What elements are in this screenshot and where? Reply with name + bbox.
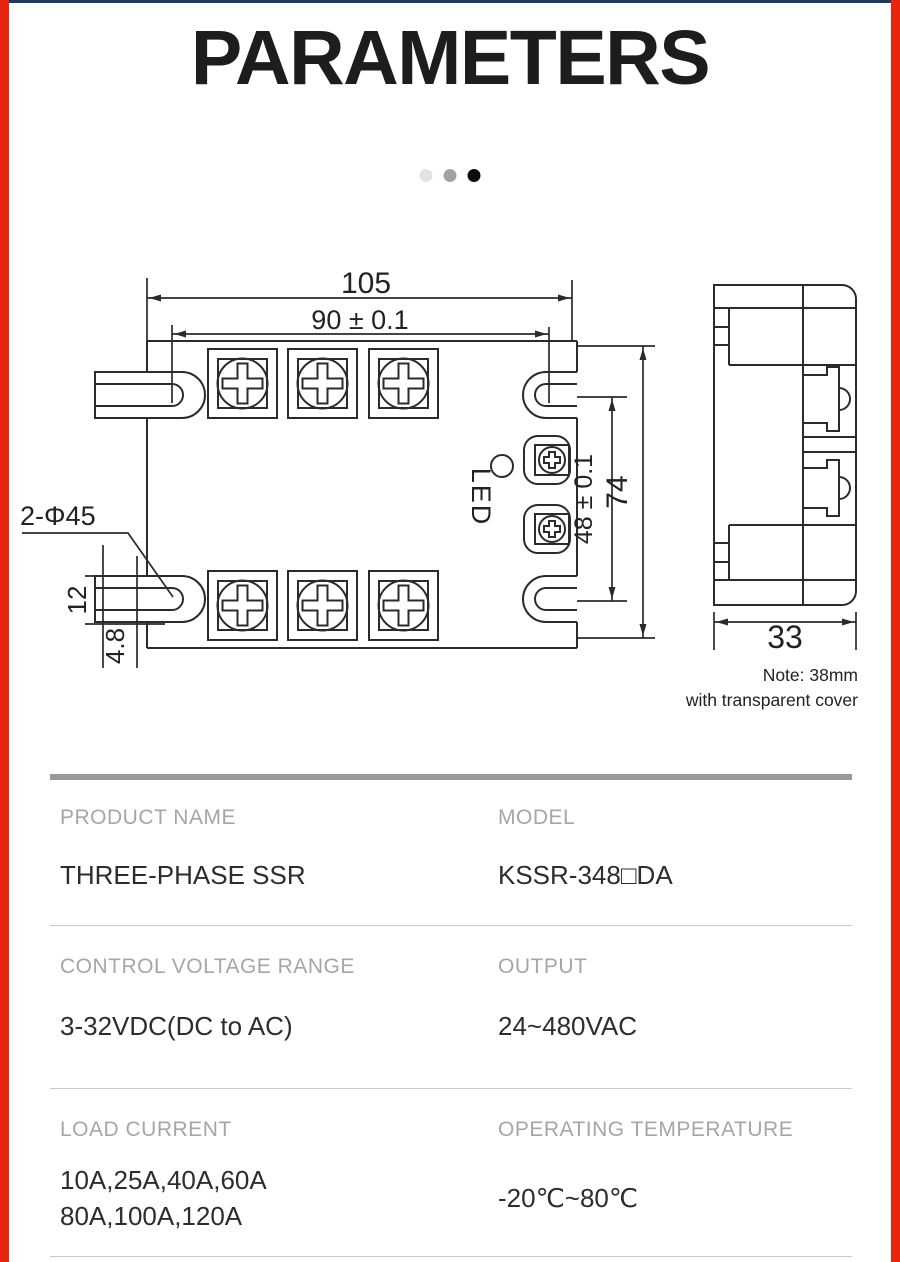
- dim-slot-edge-offset: 4.8: [100, 628, 130, 664]
- drawing-note-line2: with transparent cover: [685, 690, 858, 710]
- control-terminal-2: [523, 504, 571, 554]
- spec-value-product-name: THREE-PHASE SSR: [60, 860, 306, 890]
- spec-label-control-voltage: CONTROL VOLTAGE RANGE: [60, 955, 355, 978]
- screw-terminal-icon: [207, 348, 278, 419]
- mount-slot-top-right: [522, 371, 577, 419]
- mount-slot-bottom-left: [94, 575, 206, 623]
- mount-slot-top-right-inner: [534, 383, 577, 407]
- technical-drawing: 105 90 ± 0.1 2-Φ45 12 4.8 LED 48 ± 0.1 7…: [20, 267, 857, 668]
- page-title: PARAMETERS: [190, 15, 711, 101]
- control-terminal-1: [523, 435, 571, 485]
- front-view-dimensions: [22, 278, 655, 668]
- dimension-arrowheads: [149, 294, 854, 636]
- dim-hole-spacing-width: 90 ± 0.1: [311, 305, 408, 335]
- screw-terminal-icon: [287, 570, 358, 641]
- side-view-dimensions: [713, 612, 857, 650]
- screw-terminal-icon: [207, 570, 278, 641]
- terminal-clip-top: [803, 366, 840, 432]
- front-view: [94, 340, 578, 649]
- spec-table-header-bar: [50, 774, 852, 780]
- spec-row-divider: [50, 1256, 852, 1257]
- screw-terminal-icon: [287, 348, 358, 419]
- mount-slot-bottom-left-inner: [94, 587, 184, 611]
- mount-slot-top-left: [94, 371, 206, 419]
- spec-value-model: KSSR-348□DA: [498, 860, 673, 890]
- spec-value-control-voltage: 3-32VDC(DC to AC): [60, 1011, 293, 1041]
- screw-terminal-icon: [368, 570, 439, 641]
- dim-slot-callout: 2-Φ45: [20, 501, 96, 531]
- power-terminals: [207, 348, 439, 641]
- spec-label-load-current: LOAD CURRENT: [60, 1118, 232, 1141]
- dim-overall-width: 105: [341, 267, 391, 300]
- led-indicator-circle: [490, 454, 514, 478]
- carousel-dot-1[interactable]: [419, 169, 433, 182]
- dim-overall-height: 74: [601, 475, 634, 508]
- spec-row-divider: [50, 925, 852, 926]
- top-divider-line: [0, 0, 900, 3]
- terminal-clip-bottom: [803, 459, 840, 517]
- carousel-dot-2[interactable]: [443, 169, 457, 182]
- left-accent-bar: [0, 0, 9, 1262]
- carousel-dots: [419, 169, 481, 182]
- led-label: LED: [466, 468, 496, 527]
- side-body-outline: [713, 284, 857, 606]
- dim-hole-spacing-height: 48 ± 0.1: [570, 454, 598, 544]
- dim-slot-height: 12: [62, 586, 92, 615]
- spec-label-model: MODEL: [498, 806, 576, 829]
- drawing-note-line1: Note: 38mm: [762, 665, 858, 685]
- carousel-dot-3-active[interactable]: [467, 169, 481, 182]
- side-view: [713, 284, 857, 606]
- dim-depth: 33: [767, 619, 803, 655]
- spec-value-load-current: 10A,25A,40A,60A 80A,100A,120A: [60, 1165, 267, 1231]
- relay-body-outline: [146, 340, 578, 649]
- spec-label-product-name: PRODUCT NAME: [60, 806, 236, 829]
- spec-value-operating-temperature: -20℃~80℃: [498, 1183, 639, 1213]
- drawing-note: Note: 38mm with transparent cover: [686, 663, 858, 713]
- mount-slot-bottom-right-inner: [534, 587, 577, 611]
- screw-terminal-icon: [368, 348, 439, 419]
- mount-slot-bottom-right: [522, 575, 577, 623]
- spec-label-operating-temperature: OPERATING TEMPERATURE: [498, 1118, 794, 1141]
- spec-label-output: OUTPUT: [498, 955, 588, 978]
- right-accent-bar: [891, 0, 900, 1262]
- spec-row-divider: [50, 1088, 852, 1089]
- mount-slot-top-left-inner: [94, 383, 184, 407]
- spec-value-output: 24~480VAC: [498, 1011, 638, 1041]
